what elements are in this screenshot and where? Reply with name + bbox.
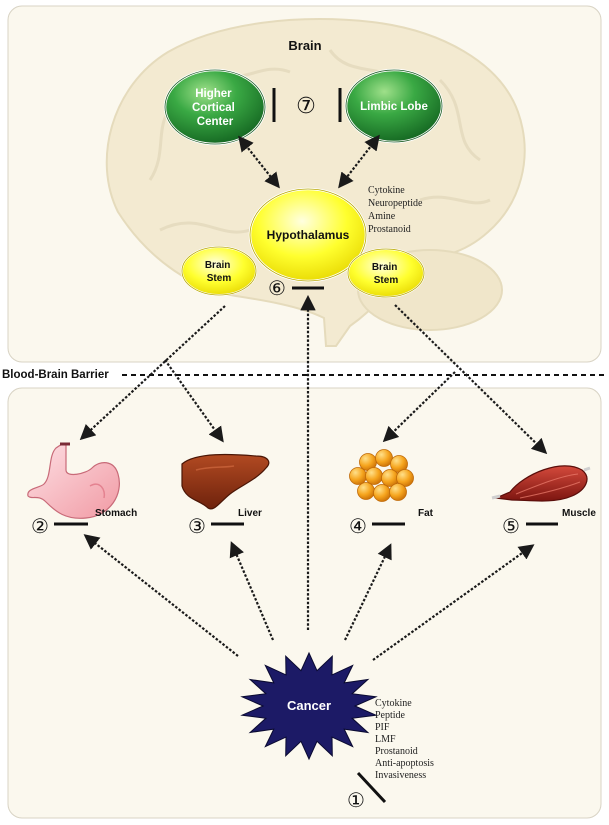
marker-5: ⑤ <box>502 514 520 538</box>
body-panel <box>7 387 602 819</box>
liver-icon <box>181 453 270 510</box>
arrow-limbic-hypo <box>338 134 380 189</box>
arrow-stem-fat <box>382 371 456 443</box>
stomach-icon <box>27 442 120 519</box>
brain-stem-left-line-1: Brain <box>205 260 231 271</box>
blood-brain-barrier-label: Blood-Brain Barrier <box>2 369 109 381</box>
brain-stem-left-line-2: Stem <box>207 273 232 284</box>
arrow-stem-stomach <box>79 305 226 441</box>
marker-7: ⑦ <box>296 94 316 119</box>
svg-text:Cytokine Peptide PIF: Cytokine Peptide PIF LMF Prostanoid Anti… <box>375 698 436 781</box>
higher-cortical-center-node: Higher Cortical Center <box>163 68 267 146</box>
brain-stem-left-node: Brain Stem <box>181 246 257 296</box>
arrows <box>79 134 548 661</box>
marker-3: ③ <box>188 514 206 538</box>
arrow-cancer-stomach <box>83 534 239 657</box>
cancer-factor-1: Cytokine <box>375 698 412 709</box>
brain-title: Brain <box>288 38 321 53</box>
limbic-lobe-label: Limbic Lobe <box>360 101 428 113</box>
arrow-stem-liver <box>164 359 224 443</box>
arrow-stem-muscle <box>394 304 548 455</box>
hypo-factor-1: Cytokine <box>368 185 405 196</box>
svg-text:Brain Stem: Brain Stem <box>372 262 400 286</box>
cancer-factor-6: Anti-apoptosis <box>375 758 434 769</box>
cancer-label: Cancer <box>287 698 331 713</box>
cancer-star <box>240 651 378 761</box>
inhibit-bar-1 <box>356 771 387 804</box>
arrow-cancer-fat <box>344 543 392 641</box>
liver-label: Liver <box>238 508 262 519</box>
hypothalamus-node: Hypothalamus <box>248 187 368 283</box>
svg-text:Cytokine Neuropeptide: Cytokine Neuropeptide Amine Prostanoid <box>368 185 425 235</box>
higher-cortical-line-1: Higher <box>195 88 232 100</box>
muscle-label: Muscle <box>562 508 596 519</box>
marker-6: ⑥ <box>268 276 286 300</box>
hypo-factor-4: Prostanoid <box>368 224 411 235</box>
stomach-label: Stomach <box>95 508 137 519</box>
higher-cortical-line-2: Cortical <box>192 102 235 114</box>
cancer-factor-3: PIF <box>375 722 390 733</box>
svg-text:Higher Cortical Ce: Higher Cortical Center <box>192 88 238 128</box>
brain-stem-right-node: Brain Stem <box>347 248 425 298</box>
cancer-factor-4: LMF <box>375 734 396 745</box>
fat-icon <box>349 449 414 502</box>
limbic-lobe-node: Limbic Lobe <box>344 68 444 144</box>
muscle-icon <box>491 465 591 502</box>
higher-cortical-line-3: Center <box>197 116 234 128</box>
svg-text:Brain Stem: Brain Stem <box>205 260 233 284</box>
cancer-factor-2: Peptide <box>375 710 406 721</box>
fat-label: Fat <box>418 508 434 519</box>
cancer-factor-7: Invasiveness <box>375 770 426 781</box>
arrow-higher-hypo <box>238 135 280 189</box>
marker-2: ② <box>31 514 49 538</box>
cancer-factor-5: Prostanoid <box>375 746 418 757</box>
brain-stem-right-line-2: Stem <box>374 275 399 286</box>
brain-stem-right-line-1: Brain <box>372 262 398 273</box>
hypo-factor-2: Neuropeptide <box>368 198 423 209</box>
hypothalamus-label: Hypothalamus <box>267 228 350 242</box>
hypo-factor-3: Amine <box>368 211 396 222</box>
marker-1: ① <box>347 788 365 812</box>
marker-4: ④ <box>349 514 367 538</box>
arrow-cancer-liver <box>229 541 275 641</box>
